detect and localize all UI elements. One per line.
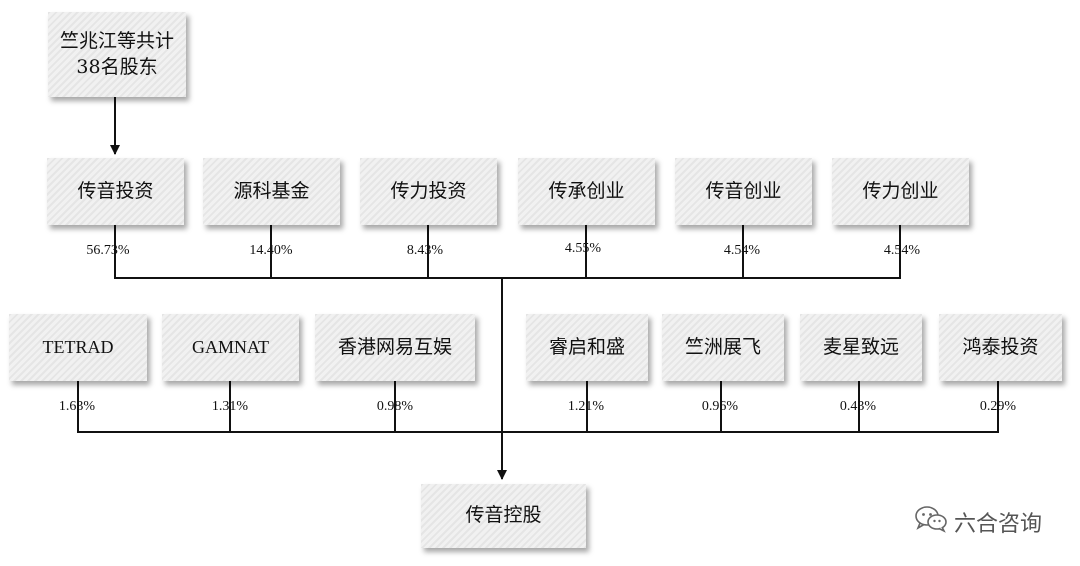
- stake-percent: 1.63%: [58, 399, 96, 414]
- stake-percent: 14.40%: [249, 243, 293, 258]
- investor-box: 传音投资: [47, 158, 184, 225]
- investor-box: 传承创业: [518, 158, 655, 225]
- stake-percent: 1.31%: [211, 399, 249, 414]
- stake-percent: 0.98%: [376, 399, 414, 414]
- stake-percent: 4.54%: [883, 243, 921, 258]
- company-box: 传音控股: [421, 484, 586, 548]
- wechat-icon: [914, 505, 948, 539]
- investor-box: 麦星致远: [800, 314, 922, 381]
- watermark-text: 六合咨询: [953, 512, 1042, 537]
- investor-box: 香港网易互娱: [315, 314, 475, 381]
- stake-percent: 0.43%: [839, 399, 877, 414]
- investor-box: 源科基金: [203, 158, 340, 225]
- top-box-line2: 38名股东: [76, 55, 158, 78]
- stake-percent: 56.73%: [86, 243, 130, 258]
- top-shareholders-box: 竺兆江等共计 38名股东: [48, 12, 186, 97]
- watermark: 六合咨询: [914, 505, 1042, 539]
- investor-box: 睿启和盛: [526, 314, 648, 381]
- investor-box: 竺洲展飞: [662, 314, 784, 381]
- stake-percent: 1.21%: [567, 399, 605, 414]
- top-box-line1: 竺兆江等共计: [59, 29, 174, 52]
- stake-percent: 8.43%: [406, 243, 444, 258]
- stake-percent: 4.55%: [564, 241, 602, 256]
- investor-box: 传音创业: [675, 158, 812, 225]
- investor-box: 鸿泰投资: [939, 314, 1062, 381]
- stake-percent: 4.54%: [723, 243, 761, 258]
- stake-percent: 0.96%: [701, 399, 739, 414]
- investor-box: GAMNAT: [162, 314, 299, 381]
- investor-box: TETRAD: [9, 314, 147, 381]
- investor-box: 传力创业: [832, 158, 969, 225]
- investor-box: 传力投资: [360, 158, 497, 225]
- stake-percent: 0.29%: [979, 399, 1017, 414]
